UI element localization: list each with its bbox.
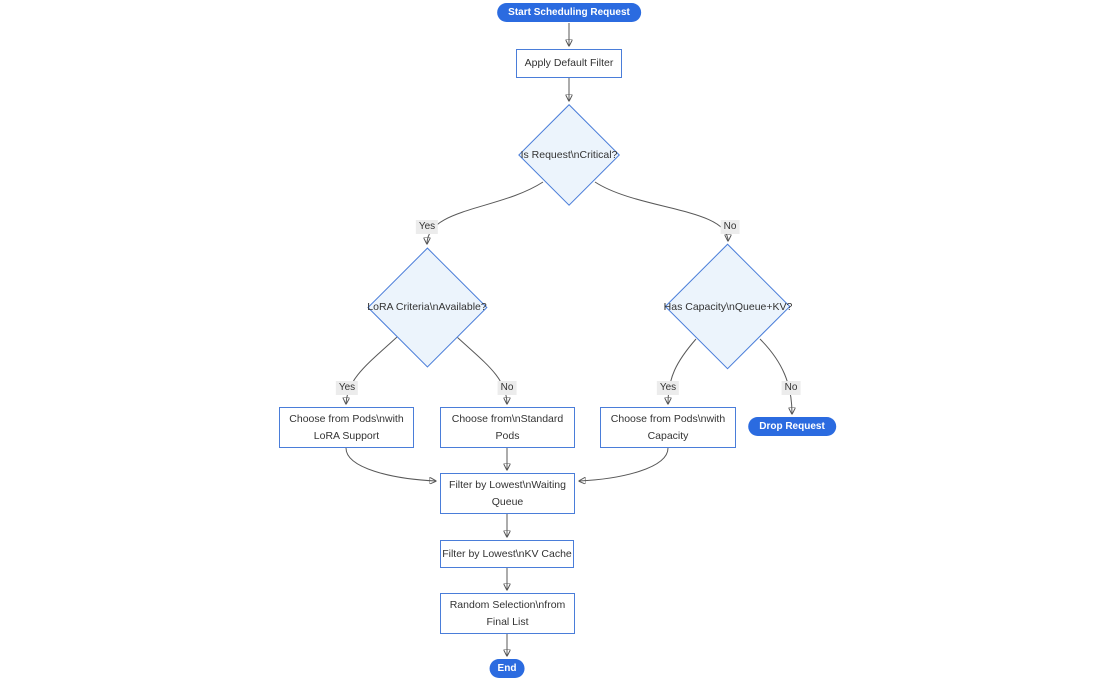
edge-label-lora-yes: Yes	[335, 381, 359, 395]
node-choose-standard-pods-label: Choose from\nStandard Pods	[451, 412, 564, 442]
node-choose-capacity-pods: Choose from Pods\nwith Capacity	[600, 407, 736, 448]
node-choose-lora-pods-label: Choose from Pods\nwith LoRA Support	[289, 412, 404, 442]
decision-is-request-critical-label: Is Request\nCritical?	[520, 149, 618, 161]
node-choose-capacity-pods-label: Choose from Pods\nwith Capacity	[610, 412, 726, 442]
decision-lora-criteria-available: LoRA Criteria\nAvailable?	[367, 247, 487, 367]
edge-label-critical-no: No	[720, 220, 740, 234]
node-filter-kv-cache: Filter by Lowest\nKV Cache	[440, 540, 574, 568]
decision-has-capacity-label: Has Capacity\nQueue+KV?	[663, 301, 793, 313]
node-start: Start Scheduling Request	[497, 3, 641, 22]
edge-label-capacity-yes: Yes	[656, 381, 680, 395]
edge-capacity-yes	[668, 338, 697, 404]
node-filter-waiting-queue-label: Filter by Lowest\nWaiting Queue	[449, 478, 566, 508]
node-random-selection-label: Random Selection\nfrom Final List	[449, 598, 566, 628]
edge-lora-yes	[346, 336, 398, 404]
node-filter-kv-cache-label: Filter by Lowest\nKV Cache	[442, 547, 572, 560]
edge-choose-lora-to-filter-queue	[345, 447, 436, 481]
edge-label-capacity-no: No	[781, 381, 801, 395]
edge-label-lora-no: No	[497, 381, 517, 395]
node-end-label: End	[497, 663, 517, 674]
edge-capacity-no	[759, 338, 792, 414]
node-drop-request: Drop Request	[748, 417, 836, 436]
decision-is-request-critical: Is Request\nCritical?	[517, 103, 621, 207]
node-drop-request-label: Drop Request	[759, 421, 825, 432]
edge-lora-no	[456, 336, 507, 404]
decision-lora-criteria-available-label: LoRA Criteria\nAvailable?	[367, 301, 487, 313]
node-start-label: Start Scheduling Request	[508, 7, 630, 18]
node-filter-waiting-queue: Filter by Lowest\nWaiting Queue	[440, 473, 575, 514]
node-choose-lora-pods: Choose from Pods\nwith LoRA Support	[279, 407, 414, 448]
decision-has-capacity: Has Capacity\nQueue+KV?	[663, 244, 793, 370]
node-choose-standard-pods: Choose from\nStandard Pods	[440, 407, 575, 448]
edge-label-critical-yes: Yes	[415, 220, 439, 234]
node-random-selection: Random Selection\nfrom Final List	[440, 593, 575, 634]
node-apply-default-filter: Apply Default Filter	[516, 49, 622, 78]
edge-choose-capacity-to-filter-queue	[579, 447, 669, 481]
node-apply-default-filter-label: Apply Default Filter	[524, 57, 614, 69]
node-end: End	[489, 659, 525, 678]
